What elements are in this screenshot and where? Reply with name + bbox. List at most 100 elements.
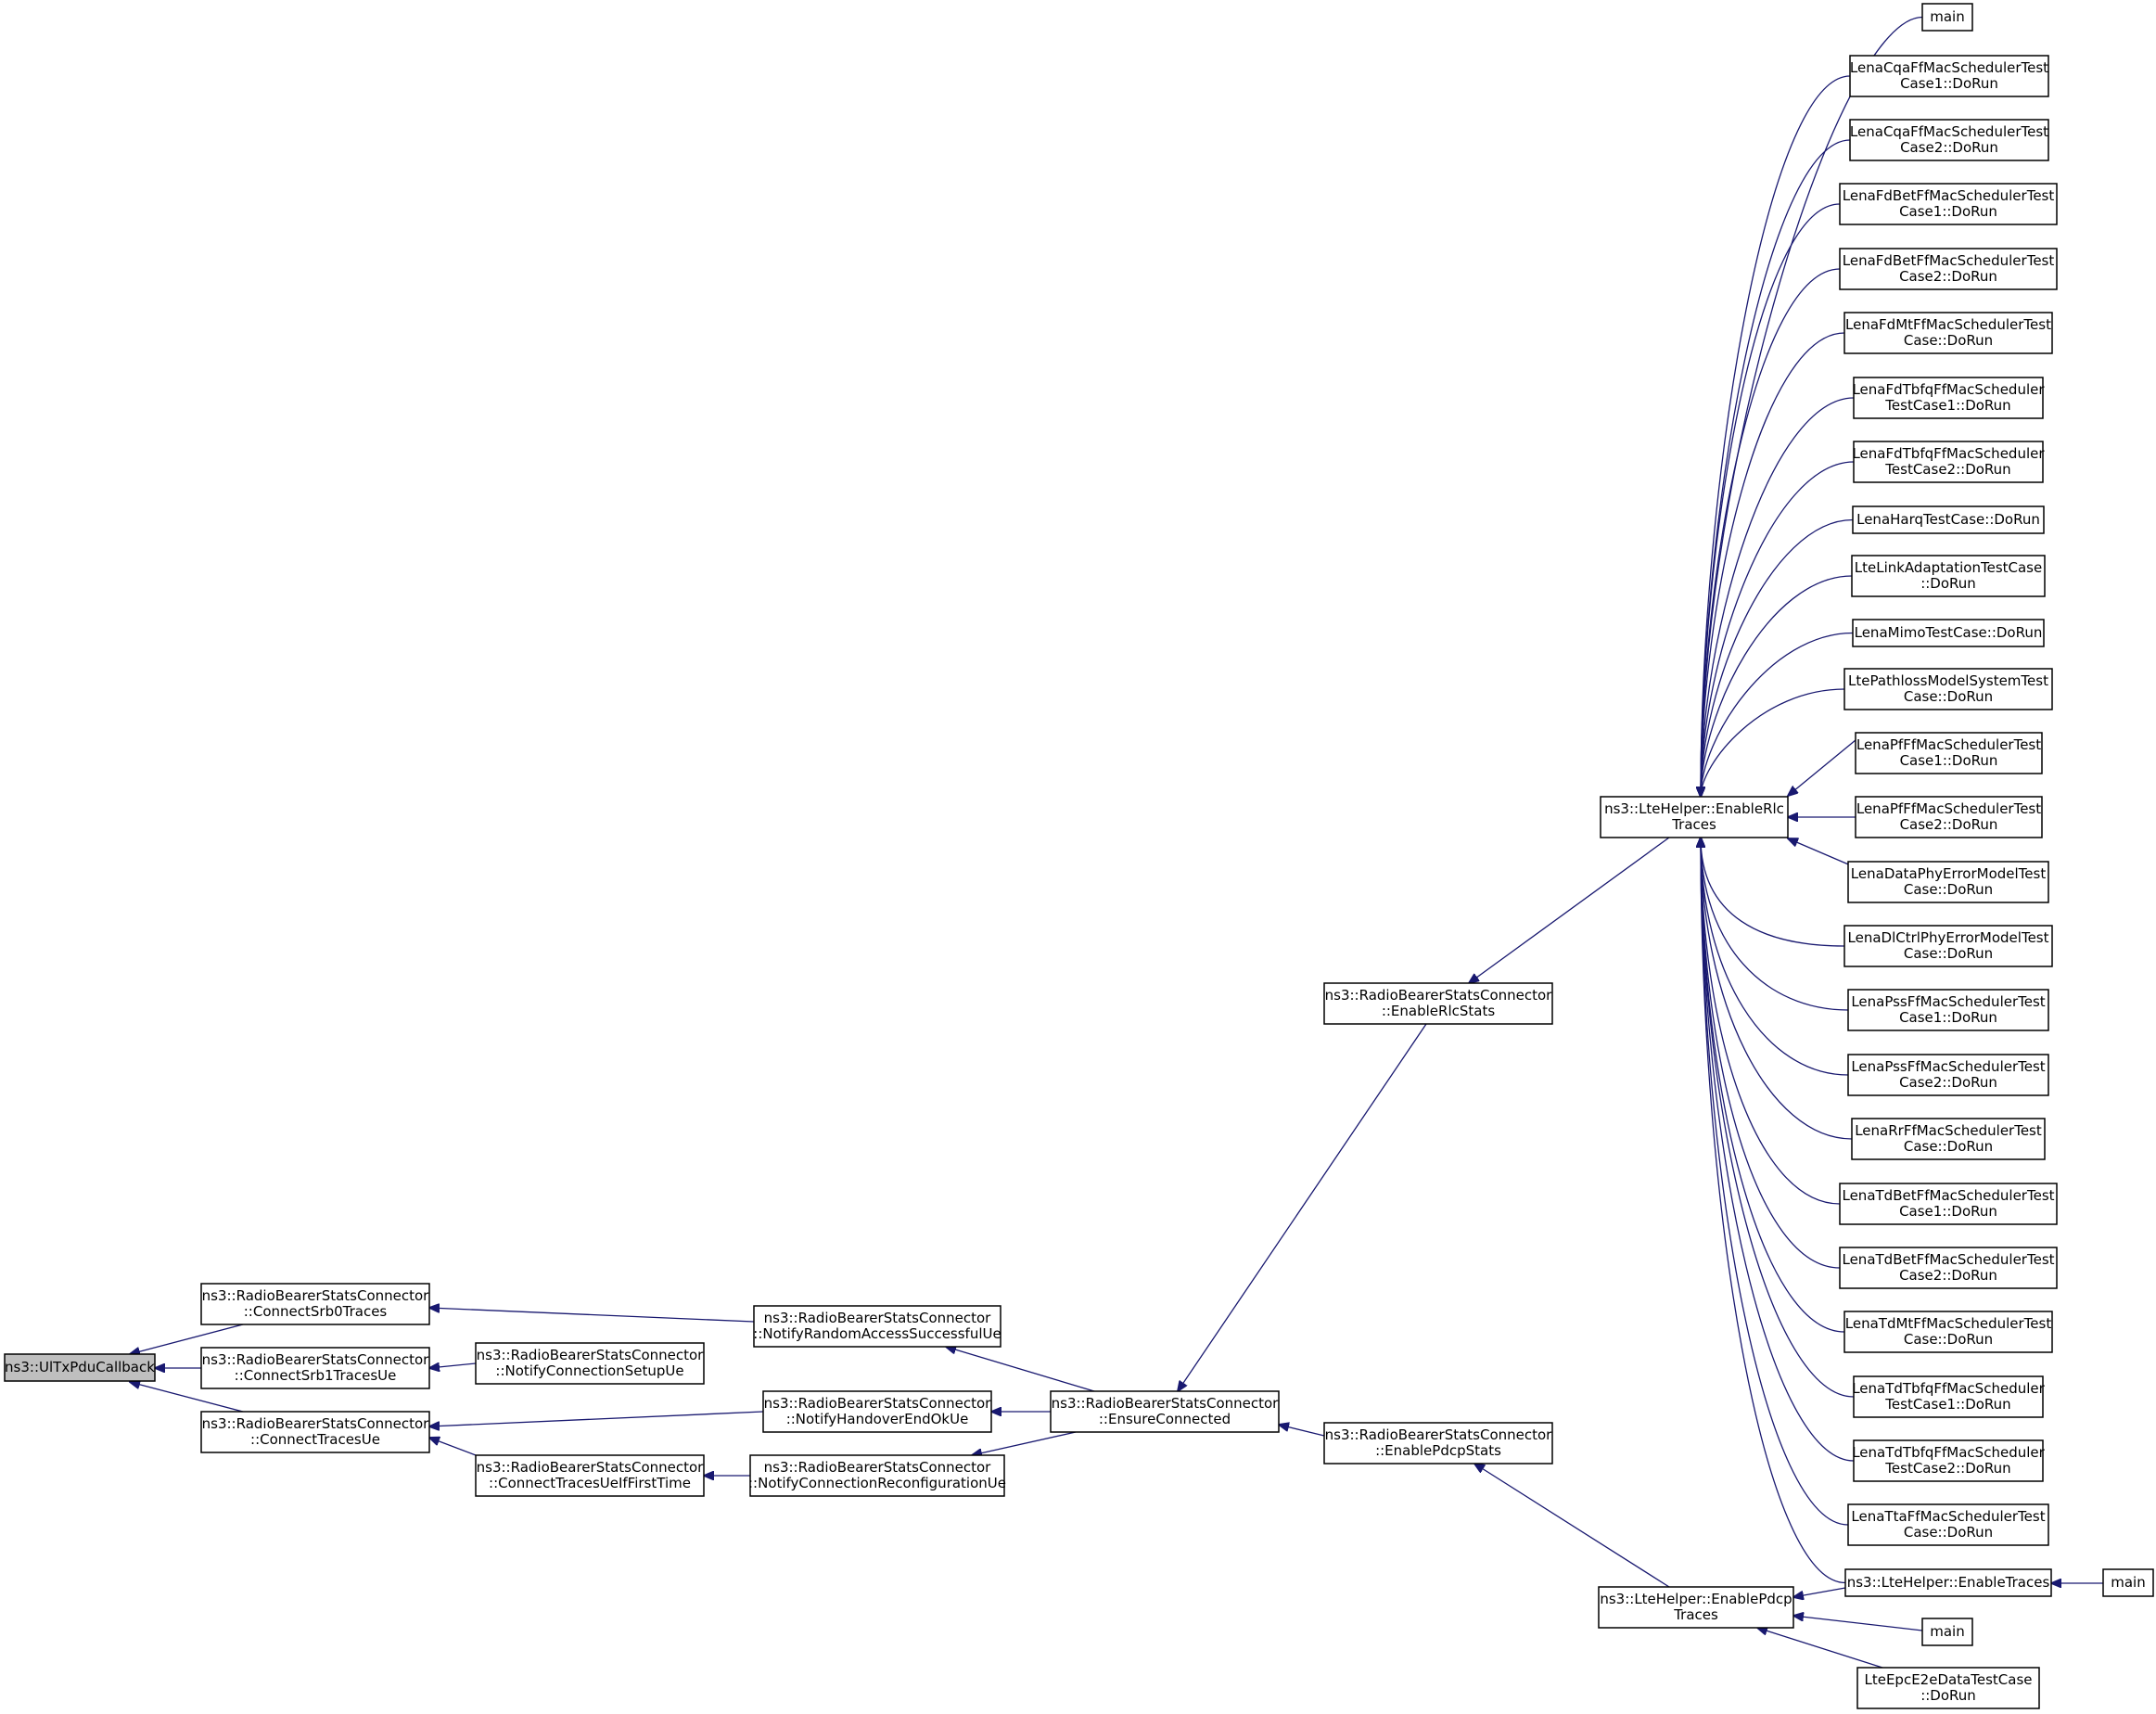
node-label: Case2::DoRun — [1900, 816, 1998, 833]
node-label: ::NotifyRandomAccessSuccessfulUe — [753, 1325, 1001, 1342]
node-label: ::EnableRlcStats — [1382, 1003, 1496, 1019]
node-n1[interactable]: ns3::RadioBearerStatsConnector::ConnectS… — [200, 1283, 430, 1325]
node-label: main — [2111, 1574, 2145, 1591]
edge-n1-to-n0 — [130, 1324, 244, 1354]
edge-n17-to-n12 — [1701, 203, 1841, 797]
node-label: LenaDlCtrlPhyErrorModelTest — [1848, 929, 2049, 946]
node-box — [1839, 1247, 2058, 1289]
node-label: LenaPssFfMacSchedulerTest — [1851, 993, 2045, 1010]
node-label: LenaTdMtFfMacSchedulerTest — [1845, 1315, 2052, 1332]
node-label: main — [1930, 8, 1964, 25]
edge-n22-to-n12 — [1701, 518, 1854, 798]
node-label: ns3::UlTxPduCallback — [5, 1359, 155, 1375]
edge-n38-to-n12 — [1701, 838, 1849, 1526]
edge-n21-to-n12 — [1701, 461, 1855, 797]
node-n5[interactable]: ns3::RadioBearerStatsConnector::ConnectT… — [475, 1454, 705, 1497]
node-label: Case::DoRun — [1904, 1524, 1993, 1541]
node-label: Case::DoRun — [1904, 1138, 1993, 1155]
node-label: TestCase1::DoRun — [1884, 397, 2010, 414]
edge-n7-to-n3 — [429, 1411, 764, 1426]
node-box — [1843, 1311, 2053, 1353]
node-box — [1852, 505, 2045, 534]
node-n6[interactable]: ns3::RadioBearerStatsConnector::NotifyRa… — [753, 1305, 1001, 1348]
node-box — [762, 1390, 992, 1433]
node-n23[interactable]: LteLinkAdaptationTestCase::DoRun — [1851, 555, 2046, 597]
node-n8[interactable]: ns3::RadioBearerStatsConnector::NotifyCo… — [748, 1454, 1006, 1497]
node-box — [1853, 1439, 2044, 1482]
node-n11[interactable]: ns3::RadioBearerStatsConnector::EnablePd… — [1323, 1422, 1553, 1465]
node-box — [1839, 1183, 2058, 1225]
node-n3[interactable]: ns3::RadioBearerStatsConnector::ConnectT… — [200, 1411, 430, 1453]
node-label: Case2::DoRun — [1899, 268, 1997, 285]
node-n41[interactable]: main — [1921, 1618, 1973, 1646]
node-label: Traces — [1673, 1606, 1718, 1623]
node-box — [1849, 119, 2049, 161]
node-label: ::ConnectSrb1TracesUe — [235, 1367, 397, 1384]
node-label: LteEpcE2eDataTestCase — [1864, 1671, 2032, 1688]
edge-n6-to-n1 — [429, 1308, 755, 1323]
edge-n30-to-n12 — [1701, 838, 1849, 1011]
node-n9[interactable]: ns3::RadioBearerStatsConnector::EnsureCo… — [1050, 1390, 1280, 1433]
node-label: Case2::DoRun — [1900, 139, 1998, 156]
node-box — [1843, 668, 2053, 710]
node-label: main — [1930, 1623, 1964, 1640]
node-label: ::ConnectTracesUe — [250, 1431, 380, 1448]
node-n14[interactable]: main — [1921, 3, 1973, 32]
edge-n35-to-n12 — [1701, 838, 1845, 1333]
node-n0[interactable]: ns3::UlTxPduCallback — [4, 1353, 156, 1382]
node-n7[interactable]: ns3::RadioBearerStatsConnector::NotifyHa… — [762, 1390, 992, 1433]
node-box — [753, 1305, 1001, 1348]
edge-n33-to-n12 — [1701, 838, 1841, 1205]
node-n22[interactable]: LenaHarqTestCase::DoRun — [1852, 505, 2045, 534]
node-label: LtePathlossModelSystemTest — [1848, 672, 2048, 689]
node-label: Case2::DoRun — [1899, 1074, 1997, 1091]
node-n24[interactable]: LenaMimoTestCase::DoRun — [1852, 619, 2045, 647]
node-label: ns3::RadioBearerStatsConnector — [764, 1395, 992, 1412]
node-box — [2102, 1568, 2154, 1597]
node-n2[interactable]: ns3::RadioBearerStatsConnector::ConnectS… — [200, 1347, 430, 1389]
node-label: ::NotifyHandoverEndOkUe — [786, 1411, 969, 1427]
node-n4[interactable]: ns3::RadioBearerStatsConnector::NotifyCo… — [475, 1342, 705, 1385]
edge-n13-to-n11 — [1474, 1464, 1670, 1588]
node-box — [1847, 861, 2049, 903]
node-label: LenaFdTbfqFfMacScheduler — [1852, 381, 2045, 398]
node-n10[interactable]: ns3::RadioBearerStatsConnector::EnableRl… — [1323, 982, 1553, 1025]
node-box — [475, 1342, 705, 1385]
node-n39[interactable]: ns3::LteHelper::EnableTraces — [1844, 1568, 2052, 1597]
node-box — [4, 1353, 156, 1382]
node-label: ns3::LteHelper::EnablePdcp — [1600, 1591, 1792, 1607]
node-n42[interactable]: LteEpcE2eDataTestCase::DoRun — [1856, 1667, 2040, 1709]
node-label: Case1::DoRun — [1900, 752, 1998, 769]
node-label: ::ConnectSrb0Traces — [244, 1303, 388, 1320]
node-label: Case::DoRun — [1904, 332, 1993, 349]
node-n40[interactable]: main — [2102, 1568, 2154, 1597]
edge-n11-to-n9 — [1279, 1425, 1325, 1437]
node-box — [475, 1454, 705, 1497]
node-box — [1843, 925, 2053, 967]
nodes-layer: ns3::UlTxPduCallbackns3::RadioBearerStat… — [4, 3, 2154, 1709]
node-box — [1847, 989, 2049, 1031]
